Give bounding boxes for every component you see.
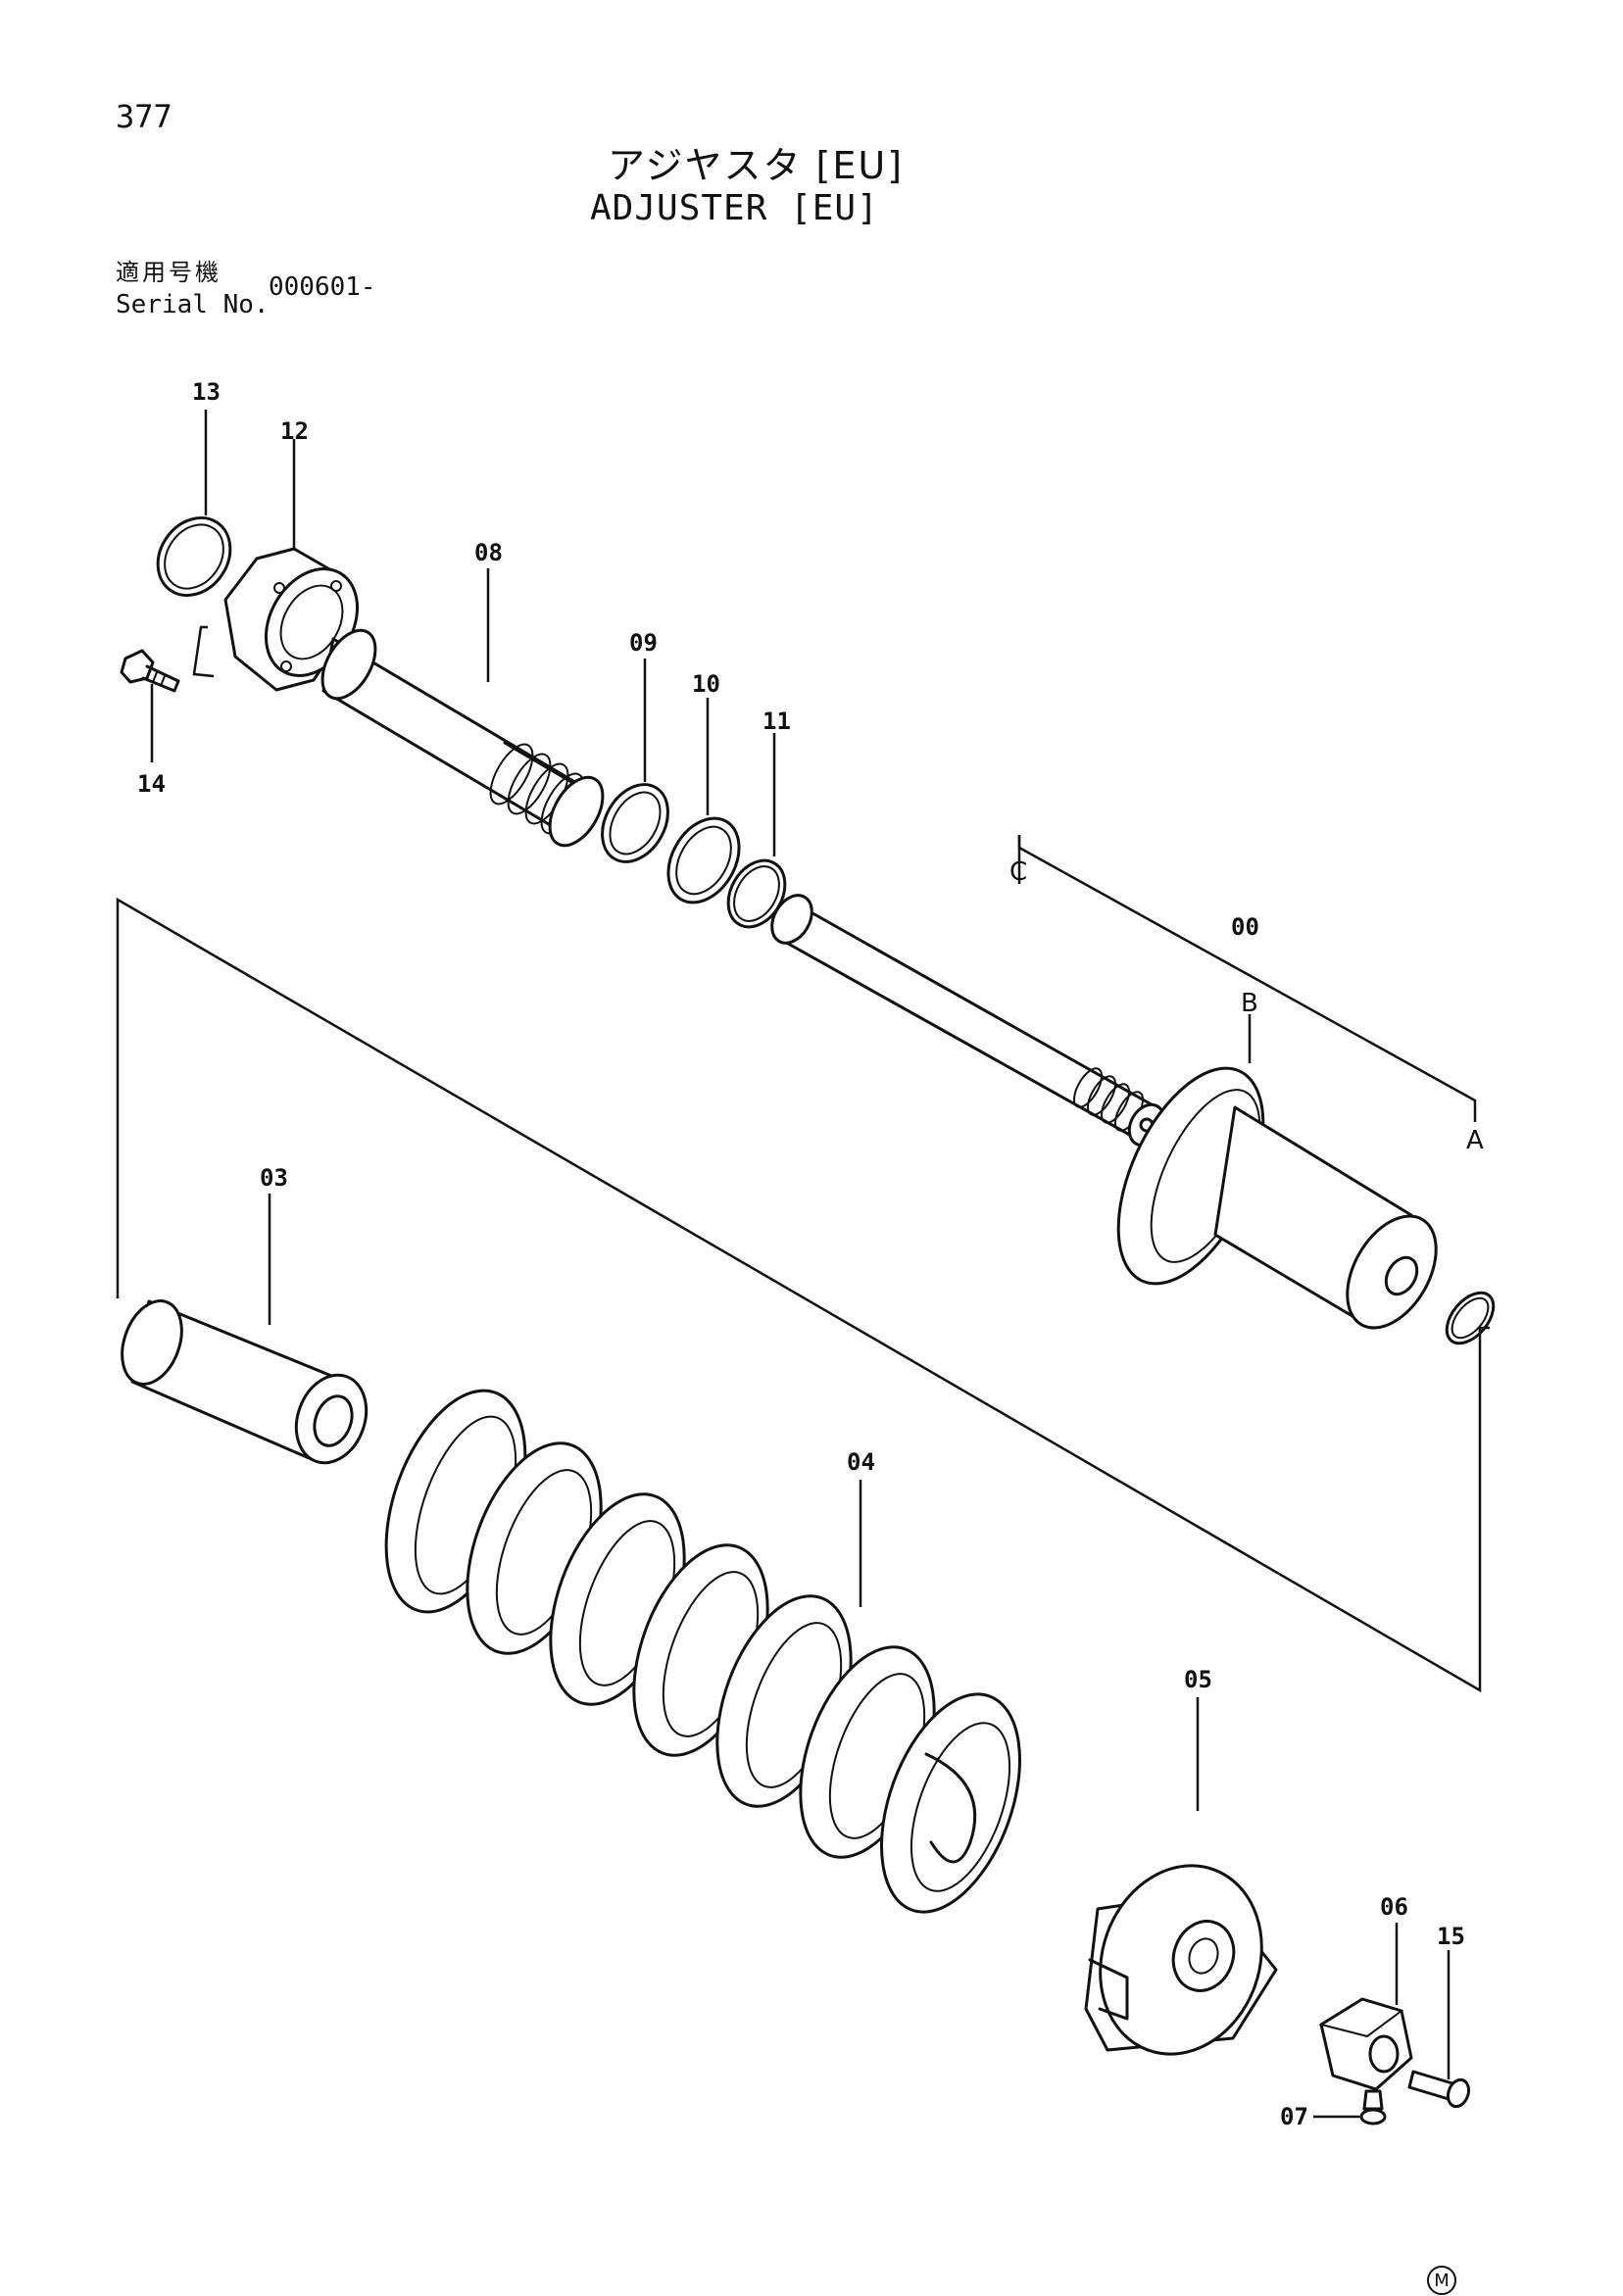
callout-15: 15 [1437, 1923, 1465, 1950]
part-08-cylinder [320, 568, 605, 848]
callout-11: 11 [762, 708, 791, 735]
callout-14: 14 [137, 770, 166, 798]
serial-label-english: Serial No. [116, 290, 270, 319]
callout-08: 08 [474, 539, 503, 566]
assembly-bracket-lower [116, 897, 1490, 1693]
callout-05: 05 [1184, 1666, 1212, 1693]
callout-12: 12 [280, 417, 309, 445]
assembly-letter-b: B [1241, 989, 1258, 1018]
part-14-bolt [120, 649, 180, 762]
assembly-c-rod [770, 894, 1166, 1148]
assembly-letter-a: A [1466, 1126, 1484, 1155]
part-10-ring [666, 698, 741, 904]
part-12-flange [192, 439, 360, 692]
callout-06: 06 [1380, 1893, 1408, 1921]
serial-label-japanese: 適用号機 [116, 259, 221, 286]
page-number: 377 [116, 98, 172, 135]
part-05-spring-seat [1084, 1697, 1278, 2056]
serial-number-value: 000601- [269, 272, 376, 302]
callout-13: 13 [192, 378, 221, 406]
part-00-housing [1116, 1014, 1438, 1330]
callout-09: 09 [629, 629, 658, 657]
assembly-bracket-upper [1017, 835, 1477, 1122]
callout-03: 03 [260, 1164, 288, 1192]
part-13-o-ring [156, 410, 232, 598]
part-06-hex-nut [1318, 1923, 1413, 2091]
callout-07: 07 [1280, 2103, 1308, 2130]
callout-10: 10 [692, 670, 720, 698]
part-04-coil-spring [384, 1389, 1021, 1914]
part-15-grease-fitting [1407, 1950, 1471, 2109]
page-title-japanese: アジヤスタ [EU] [608, 144, 905, 187]
assembly-a-o-ring [1445, 1291, 1496, 1345]
part-09-ring [601, 659, 669, 863]
page-title-english: ADJUSTER [EU] [590, 188, 879, 228]
assembly-letter-c: C [1009, 857, 1027, 887]
part-03-sleeve [121, 1194, 369, 1465]
maker-mark-logo: M [1427, 2266, 1456, 2295]
callout-00: 00 [1231, 913, 1259, 941]
callout-04: 04 [847, 1448, 875, 1476]
part-07-plug [1313, 2089, 1387, 2125]
